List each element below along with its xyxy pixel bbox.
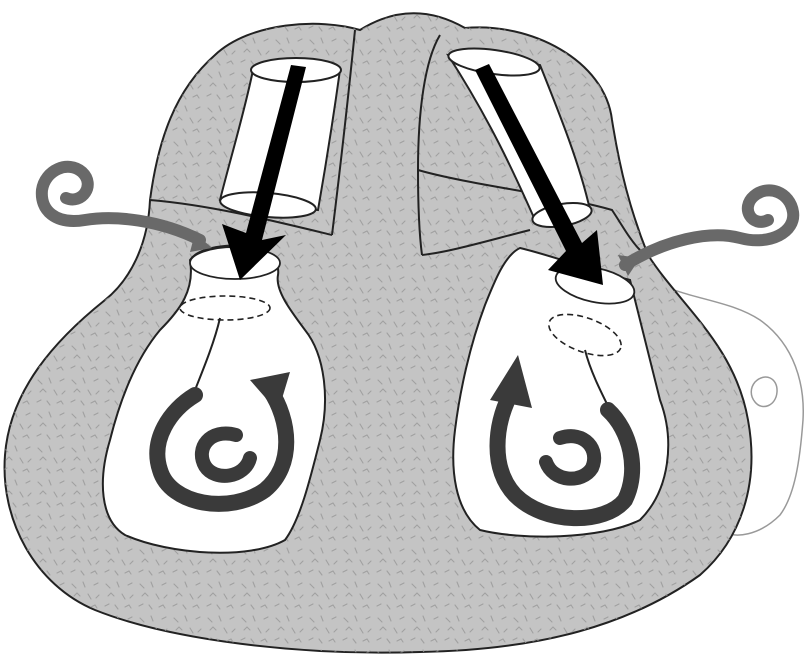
side-opening — [751, 377, 777, 406]
